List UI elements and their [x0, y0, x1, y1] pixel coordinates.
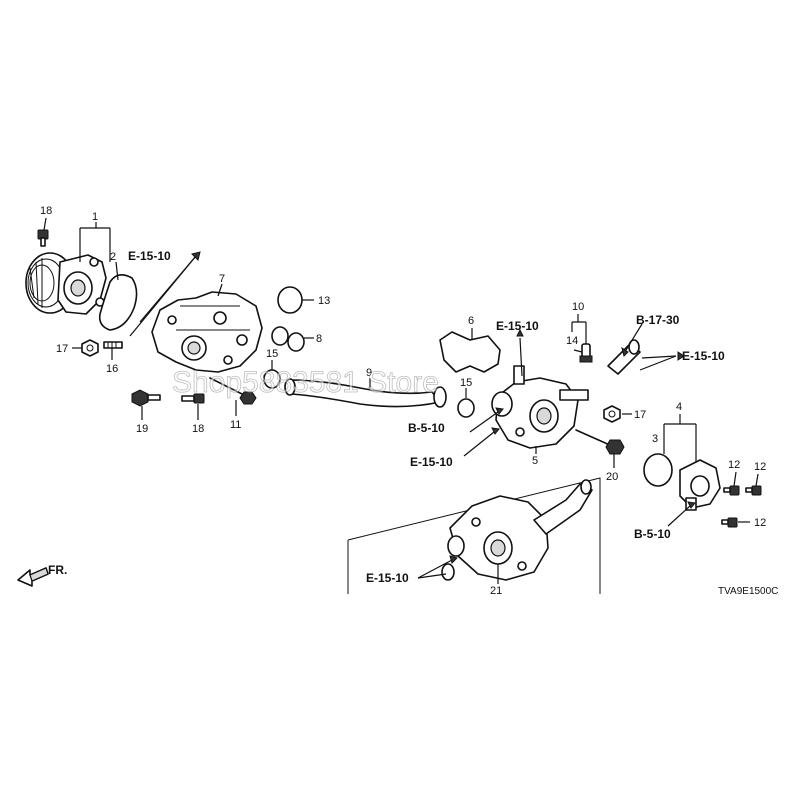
- flange-bolt: [723, 485, 740, 496]
- ref-e-15-10: E-15-10: [496, 319, 539, 333]
- diagram-code: TVA9E1500C: [718, 586, 778, 597]
- thermostat-housing-gasket: [439, 331, 501, 373]
- callout-labels: 18 1 2 7 13 8 15 9 17 16 19 18 11 6 15 1…: [40, 205, 766, 597]
- callout-15: 15: [266, 348, 278, 360]
- callout-19: 19: [136, 423, 148, 435]
- stud-bolt: [103, 341, 123, 349]
- callout-20: 20: [606, 471, 618, 483]
- front-label: FR.: [48, 563, 67, 577]
- nut: [81, 339, 99, 357]
- callout-13: 13: [318, 295, 330, 307]
- long-bolt: [575, 429, 625, 455]
- ref-b-17-30: B-17-30: [636, 313, 680, 327]
- ref-b-5-10: B-5-10: [408, 421, 445, 435]
- leader-lines: [43, 217, 759, 584]
- callout-14: 14: [566, 335, 578, 347]
- callout-7: 7: [219, 273, 225, 285]
- callout-6: 6: [468, 315, 474, 327]
- flange-bolt: [181, 393, 205, 404]
- ref-e-15-10: E-15-10: [410, 455, 453, 469]
- inset-variant-box: [347, 477, 601, 594]
- o-ring: [277, 286, 303, 314]
- bypass-pipe: [607, 339, 641, 375]
- callout-17: 17: [634, 409, 646, 421]
- watermark: Shop5883581 Store: [172, 366, 439, 399]
- water-pump-gasket: [98, 274, 138, 331]
- thermostat-housing-assembly: [441, 479, 593, 581]
- front-direction-arrow: [17, 567, 49, 587]
- callout-5: 5: [532, 455, 538, 467]
- flange-bolt: [745, 485, 762, 496]
- o-ring: [271, 326, 289, 346]
- callout-12: 12: [754, 517, 766, 529]
- callout-1: 1: [92, 211, 98, 223]
- callout-15: 15: [460, 377, 472, 389]
- callout-8: 8: [316, 333, 322, 345]
- ref-e-15-10: E-15-10: [682, 349, 725, 363]
- water-pump-assembly: [25, 252, 107, 315]
- flange-bolt: [721, 517, 738, 528]
- long-bolt: [209, 377, 257, 405]
- reference-labels: E-15-10 E-15-10 B-17-30 E-15-10 B-5-10 E…: [128, 249, 725, 585]
- callout-3: 3: [652, 433, 658, 445]
- callout-9: 9: [366, 367, 372, 379]
- o-ring: [287, 332, 305, 352]
- callout-21: 21: [490, 585, 502, 597]
- o-ring: [457, 398, 475, 418]
- flange-bolt: [131, 389, 161, 407]
- thermostat-housing: [491, 365, 589, 449]
- flange-bolt: [37, 229, 49, 247]
- callout-12: 12: [754, 461, 766, 473]
- thermostat-cover: [679, 459, 721, 511]
- ref-e-15-10: E-15-10: [366, 571, 409, 585]
- water-pump-housing: [151, 291, 263, 373]
- callout-18: 18: [192, 423, 204, 435]
- callout-10: 10: [572, 301, 584, 313]
- ref-b-5-10: B-5-10: [634, 527, 671, 541]
- ref-e-15-10: E-15-10: [128, 249, 171, 263]
- callout-12: 12: [728, 459, 740, 471]
- callout-17: 17: [56, 343, 68, 355]
- nut: [603, 405, 621, 423]
- callout-11: 11: [230, 419, 241, 431]
- thermostat-gasket: [643, 453, 673, 487]
- temperature-sensor: [579, 343, 593, 363]
- callout-18: 18: [40, 205, 52, 217]
- callout-2: 2: [110, 251, 116, 263]
- callout-4: 4: [676, 401, 682, 413]
- callout-16: 16: [106, 363, 118, 375]
